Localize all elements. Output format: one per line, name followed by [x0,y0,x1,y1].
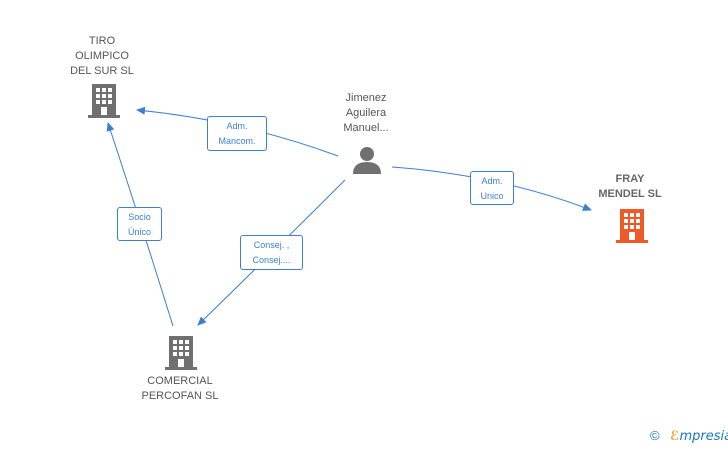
node-label-tiro[interactable]: TIRO OLIMPICO DEL SUR SL [70,35,134,77]
edge-label-socio-unico[interactable]: Socio Único [117,207,162,241]
edge-label-consej[interactable]: Consej. , Consej.... [240,235,303,270]
empresia-logo-text: mpresia [679,429,728,444]
node-label-jimenez[interactable]: Jimenez Aguilera Manuel... [343,92,389,134]
building-icon-fray[interactable] [615,207,649,243]
edge-label-adm-unico[interactable]: Adm. Unico [470,171,514,205]
building-icon-comercial[interactable] [164,334,198,370]
empresia-logo[interactable]: ℰmpresia [670,429,728,444]
edge-label-adm-mancom[interactable]: Adm. Mancom. [207,116,267,151]
node-label-fray[interactable]: FRAY MENDEL SL [598,173,662,200]
person-icon-jimenez[interactable] [352,145,382,175]
copyright-symbol: © [650,428,660,443]
empresia-logo-e: ℰ [670,429,680,444]
building-icon-tiro[interactable] [87,82,121,118]
node-label-comercial[interactable]: COMERCIAL PERCOFAN SL [141,375,219,402]
